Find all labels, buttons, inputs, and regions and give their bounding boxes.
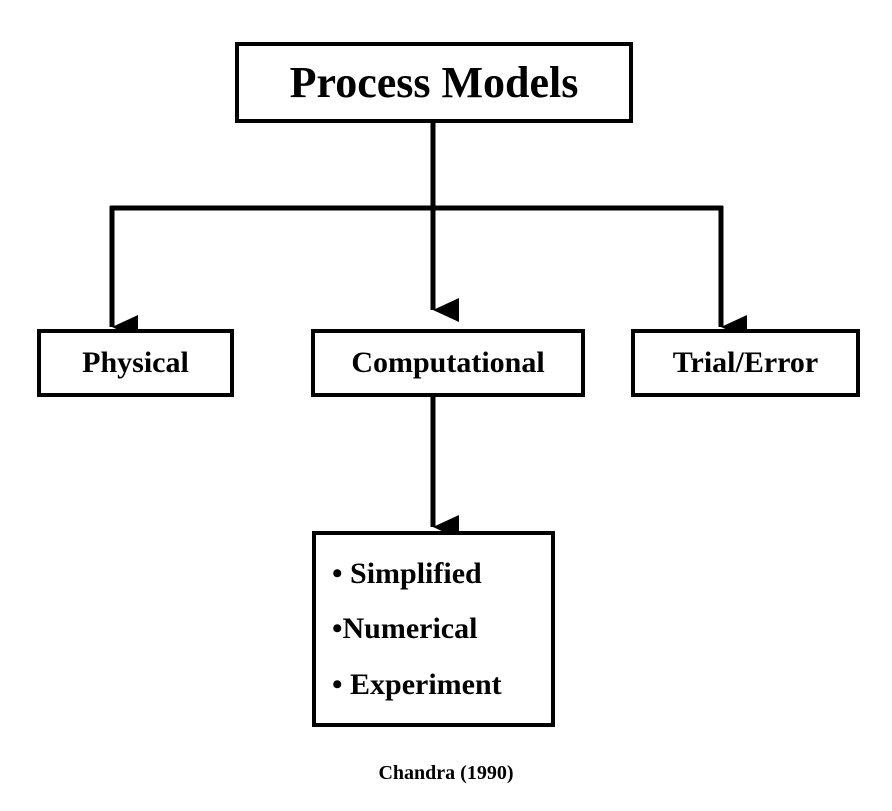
computational-label: Computational [351, 346, 545, 379]
computational-methods-box: • Simplified •Numerical • Experiment [312, 531, 555, 727]
computational-box: Computational [311, 329, 585, 397]
method-simplified: • Simplified [332, 556, 482, 590]
trial-error-box: Trial/Error [631, 329, 860, 397]
citation: Chandra (1990) [378, 762, 514, 784]
method-numerical: •Numerical [332, 612, 478, 645]
trial-error-label: Trial/Error [672, 346, 819, 379]
process-models-box: Process Models [235, 42, 633, 123]
physical-label: Physical [82, 346, 189, 379]
physical-box: Physical [37, 329, 234, 397]
process-models-label: Process Models [289, 58, 579, 107]
method-experiment: • Experiment [332, 667, 502, 701]
